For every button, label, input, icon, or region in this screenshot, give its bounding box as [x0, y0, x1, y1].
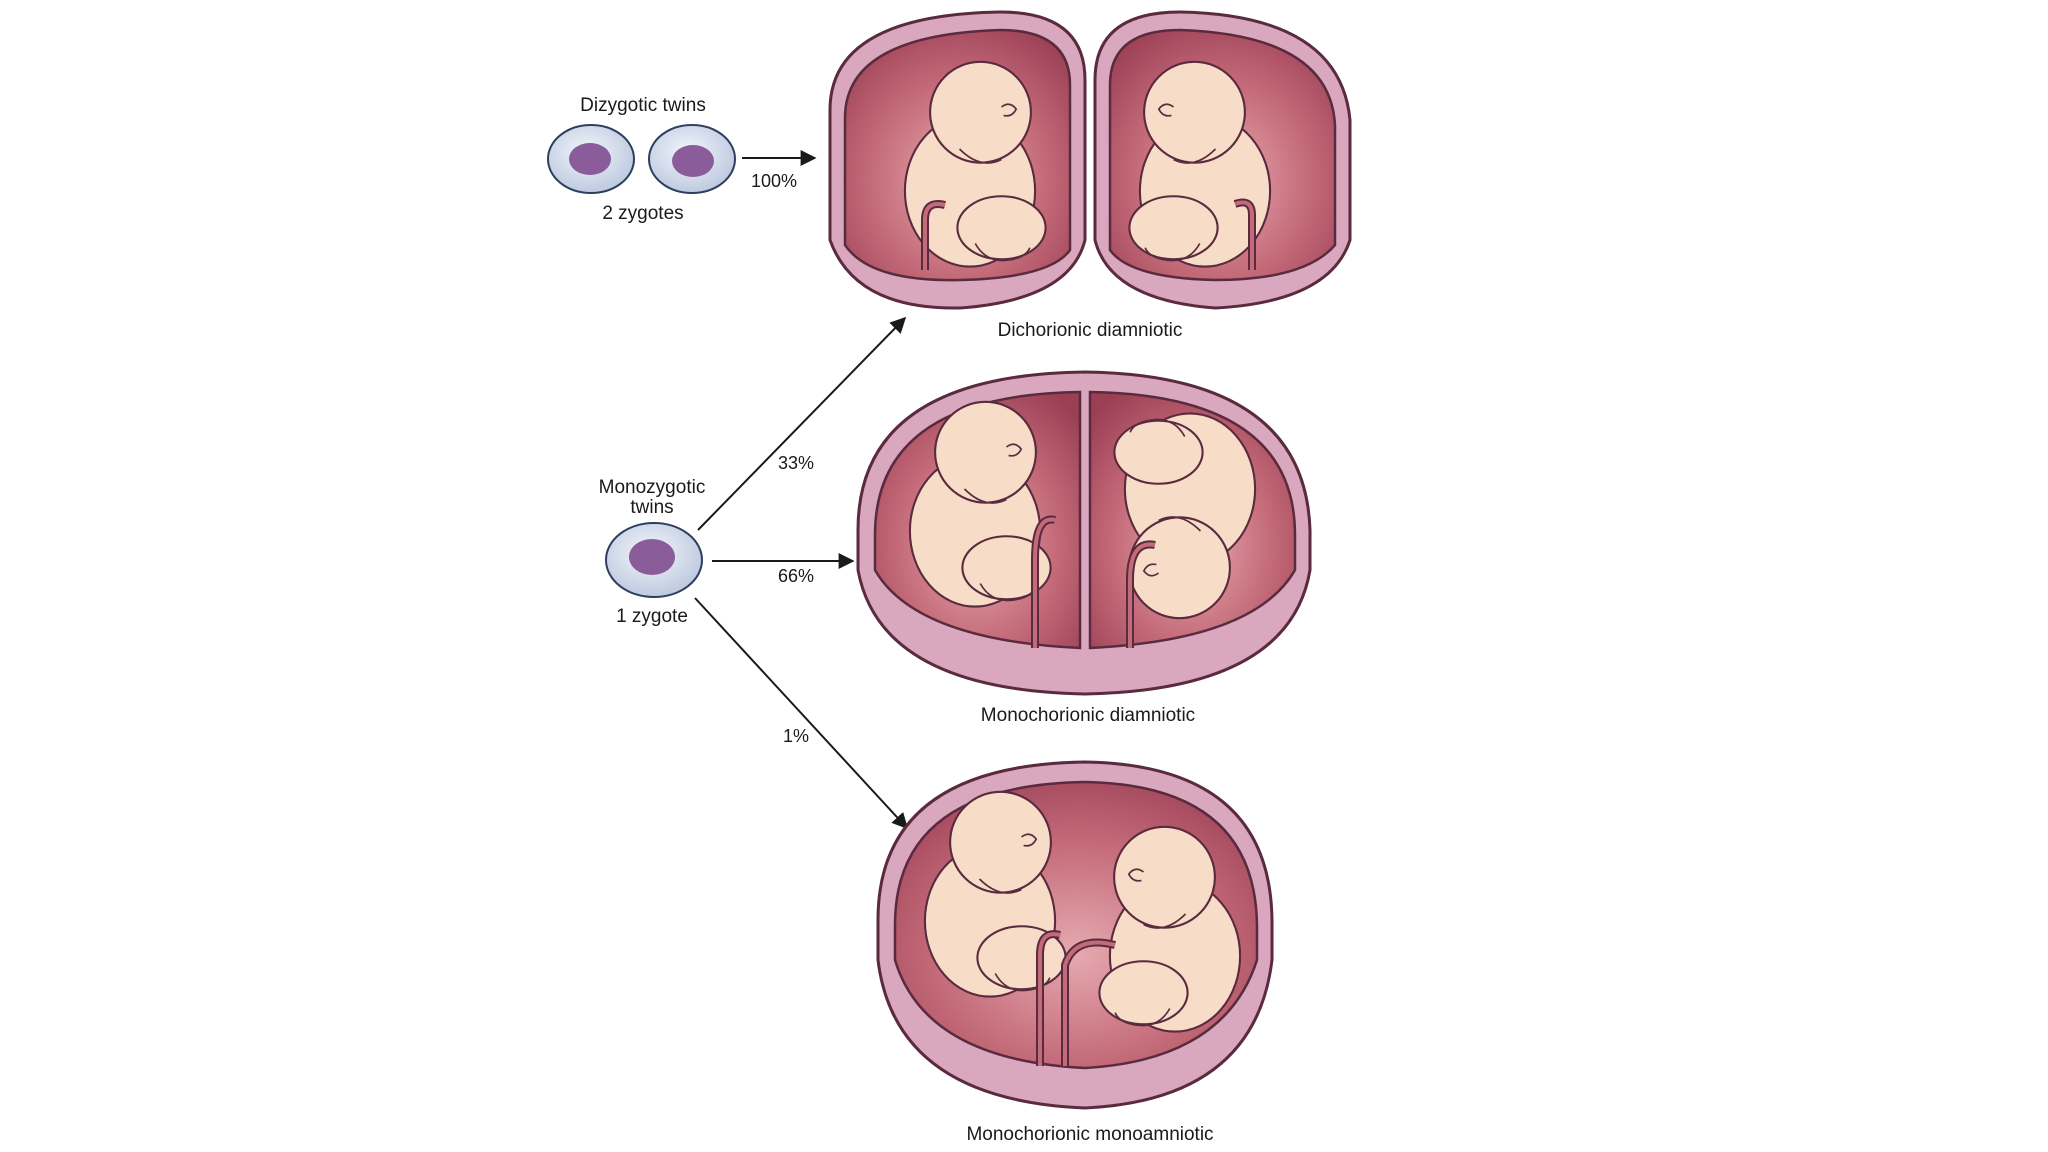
caption-mcda: Monochorionic diamniotic	[981, 705, 1195, 726]
arrow-mono-to-dcda	[697, 316, 907, 531]
dcda-illustration	[828, 10, 1352, 310]
zygote-1	[547, 124, 635, 194]
dizygotic-zygote-caption: 2 zygotes	[602, 203, 683, 224]
caption-dcda: Dichorionic diamniotic	[998, 320, 1183, 341]
dizygotic-title: Dizygotic twins	[580, 95, 706, 116]
caption-mcma: Monochorionic monoamniotic	[966, 1124, 1213, 1145]
percent-mono-mcda: 66%	[778, 566, 814, 586]
zygote-2	[648, 124, 736, 194]
percent-mono-mcma: 1%	[783, 726, 809, 746]
percent-mono-dcda: 33%	[778, 453, 814, 473]
arrow-mono-to-mcma	[694, 597, 909, 830]
monozygotic-zygote-caption: 1 zygote	[616, 606, 688, 627]
mcma-illustration	[876, 760, 1274, 1110]
monozygotic-title-line1: Monozygotic	[599, 477, 706, 498]
mcda-illustration	[856, 370, 1312, 696]
monozygotic-title-line2: twins	[630, 497, 673, 518]
monozygotic-group: Monozygotic twins 1 zygote 33% 66% 1%	[599, 316, 909, 830]
dizygotic-group: Dizygotic twins 2 zygotes 100%	[547, 95, 817, 224]
percent-dizygotic: 100%	[751, 171, 797, 191]
zygote-mono	[605, 522, 703, 598]
